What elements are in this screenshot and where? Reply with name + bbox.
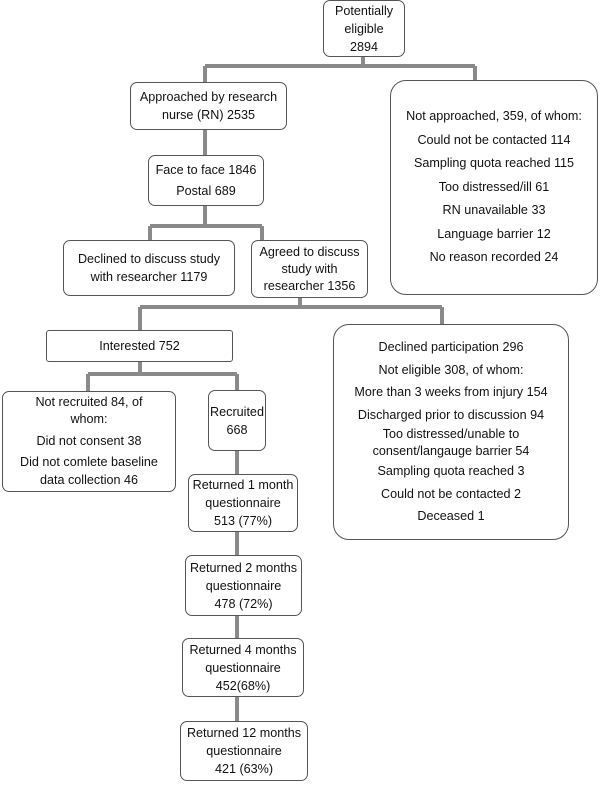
text-line: Interested 752 [99, 339, 180, 353]
text-line: Did not consent 38 [36, 433, 142, 448]
text-line: data collection 46 [39, 472, 139, 487]
box-interested: Interested 752 [46, 330, 233, 362]
box-returned-4-months: Returned 4 months questionnaire 452(68%) [182, 638, 304, 697]
text-line: Language barrier 12 [437, 226, 551, 241]
text-line: No reason recorded 24 [429, 250, 559, 265]
text-line: 513 (77%) [213, 514, 273, 528]
text-line: Could not be contacted 114 [417, 132, 571, 147]
text-line: Declined participation 296 [378, 340, 524, 355]
text-line: eligible [344, 21, 384, 36]
text-line: More than 3 weeks from injury 154 [354, 385, 548, 400]
text-line: Potentially [334, 3, 394, 18]
box-declined-participation: Declined participation 296 Not eligible … [333, 324, 569, 540]
text-line: nurse (RN) 2535 [161, 108, 256, 122]
text-line: whom: [70, 412, 108, 427]
text-line: 452(68%) [215, 678, 271, 693]
box-returned-12-months: Returned 12 months questionnaire 421 (63… [180, 721, 308, 781]
text-line: Sampling quota reached 3 [377, 464, 525, 479]
text-line: Deceased 1 [417, 509, 485, 524]
text-line: study with [281, 261, 338, 276]
text-line: researcher 1356 [263, 278, 356, 293]
text-line: Not recruited 84, of [35, 394, 143, 409]
text-line: 478 (72%) [214, 596, 273, 611]
text-line: 2894 [349, 39, 379, 54]
text-line: 421 (63%) [214, 762, 274, 776]
text-line: questionnaire [205, 660, 281, 675]
box-returned-2-months: Returned 2 months questionnaire 478 (72%… [185, 555, 302, 616]
box-not-approached: Not approached, 359, of whom: Could not … [390, 80, 598, 295]
text-line: Could not be contacted 2 [380, 486, 522, 501]
text-line: Declined to discuss study [77, 252, 221, 266]
text-line: Returned 2 months [189, 560, 298, 575]
text-line: consent/langauge barrier 54 [372, 444, 530, 459]
text-line: Returned 12 months [186, 726, 302, 740]
text-line: Recruited [210, 404, 264, 419]
text-line: Approached by research [139, 90, 278, 104]
text-line: Agreed to discuss [259, 244, 360, 259]
box-recruited: Recruited 668 [208, 390, 266, 451]
box-returned-1-month: Returned 1 month questionnaire 513 (77%) [188, 474, 298, 532]
box-approached-by-rn: Approached by research nurse (RN) 2535 [130, 82, 287, 130]
text-line: Too distressed/ill 61 [438, 179, 550, 194]
text-line: questionnaire [206, 744, 282, 758]
box-face-to-face-postal: Face to face 1846 Postal 689 [148, 155, 264, 206]
text-line: RN unavailable 33 [442, 203, 546, 218]
text-line: with researcher 1179 [90, 270, 208, 284]
text-line: Not eligible 308, of whom: [378, 362, 524, 377]
text-line: Postal 689 [176, 183, 236, 198]
text-line: Sampling quota reached 115 [413, 156, 575, 171]
box-potentially-eligible: Potentially eligible 2894 [323, 0, 405, 57]
box-declined-to-discuss: Declined to discuss study with researche… [63, 240, 235, 296]
text-line: questionnaire [205, 496, 281, 510]
text-line: 668 [226, 422, 248, 437]
text-line: questionnaire [205, 578, 282, 593]
box-not-recruited: Not recruited 84, of whom: Did not conse… [2, 391, 176, 492]
text-line: Returned 1 month [192, 478, 294, 492]
text-line: Not approached, 359, of whom: [406, 109, 582, 124]
text-line: Returned 4 months [189, 642, 297, 657]
box-agreed-to-discuss: Agreed to discuss study with researcher … [251, 240, 368, 298]
text-line: Did not comlete baseline [20, 455, 158, 470]
text-line: Discharged prior to discussion 94 [357, 407, 545, 422]
text-line: Too distressed/unable to [382, 427, 520, 442]
text-line: Face to face 1846 [155, 162, 257, 177]
